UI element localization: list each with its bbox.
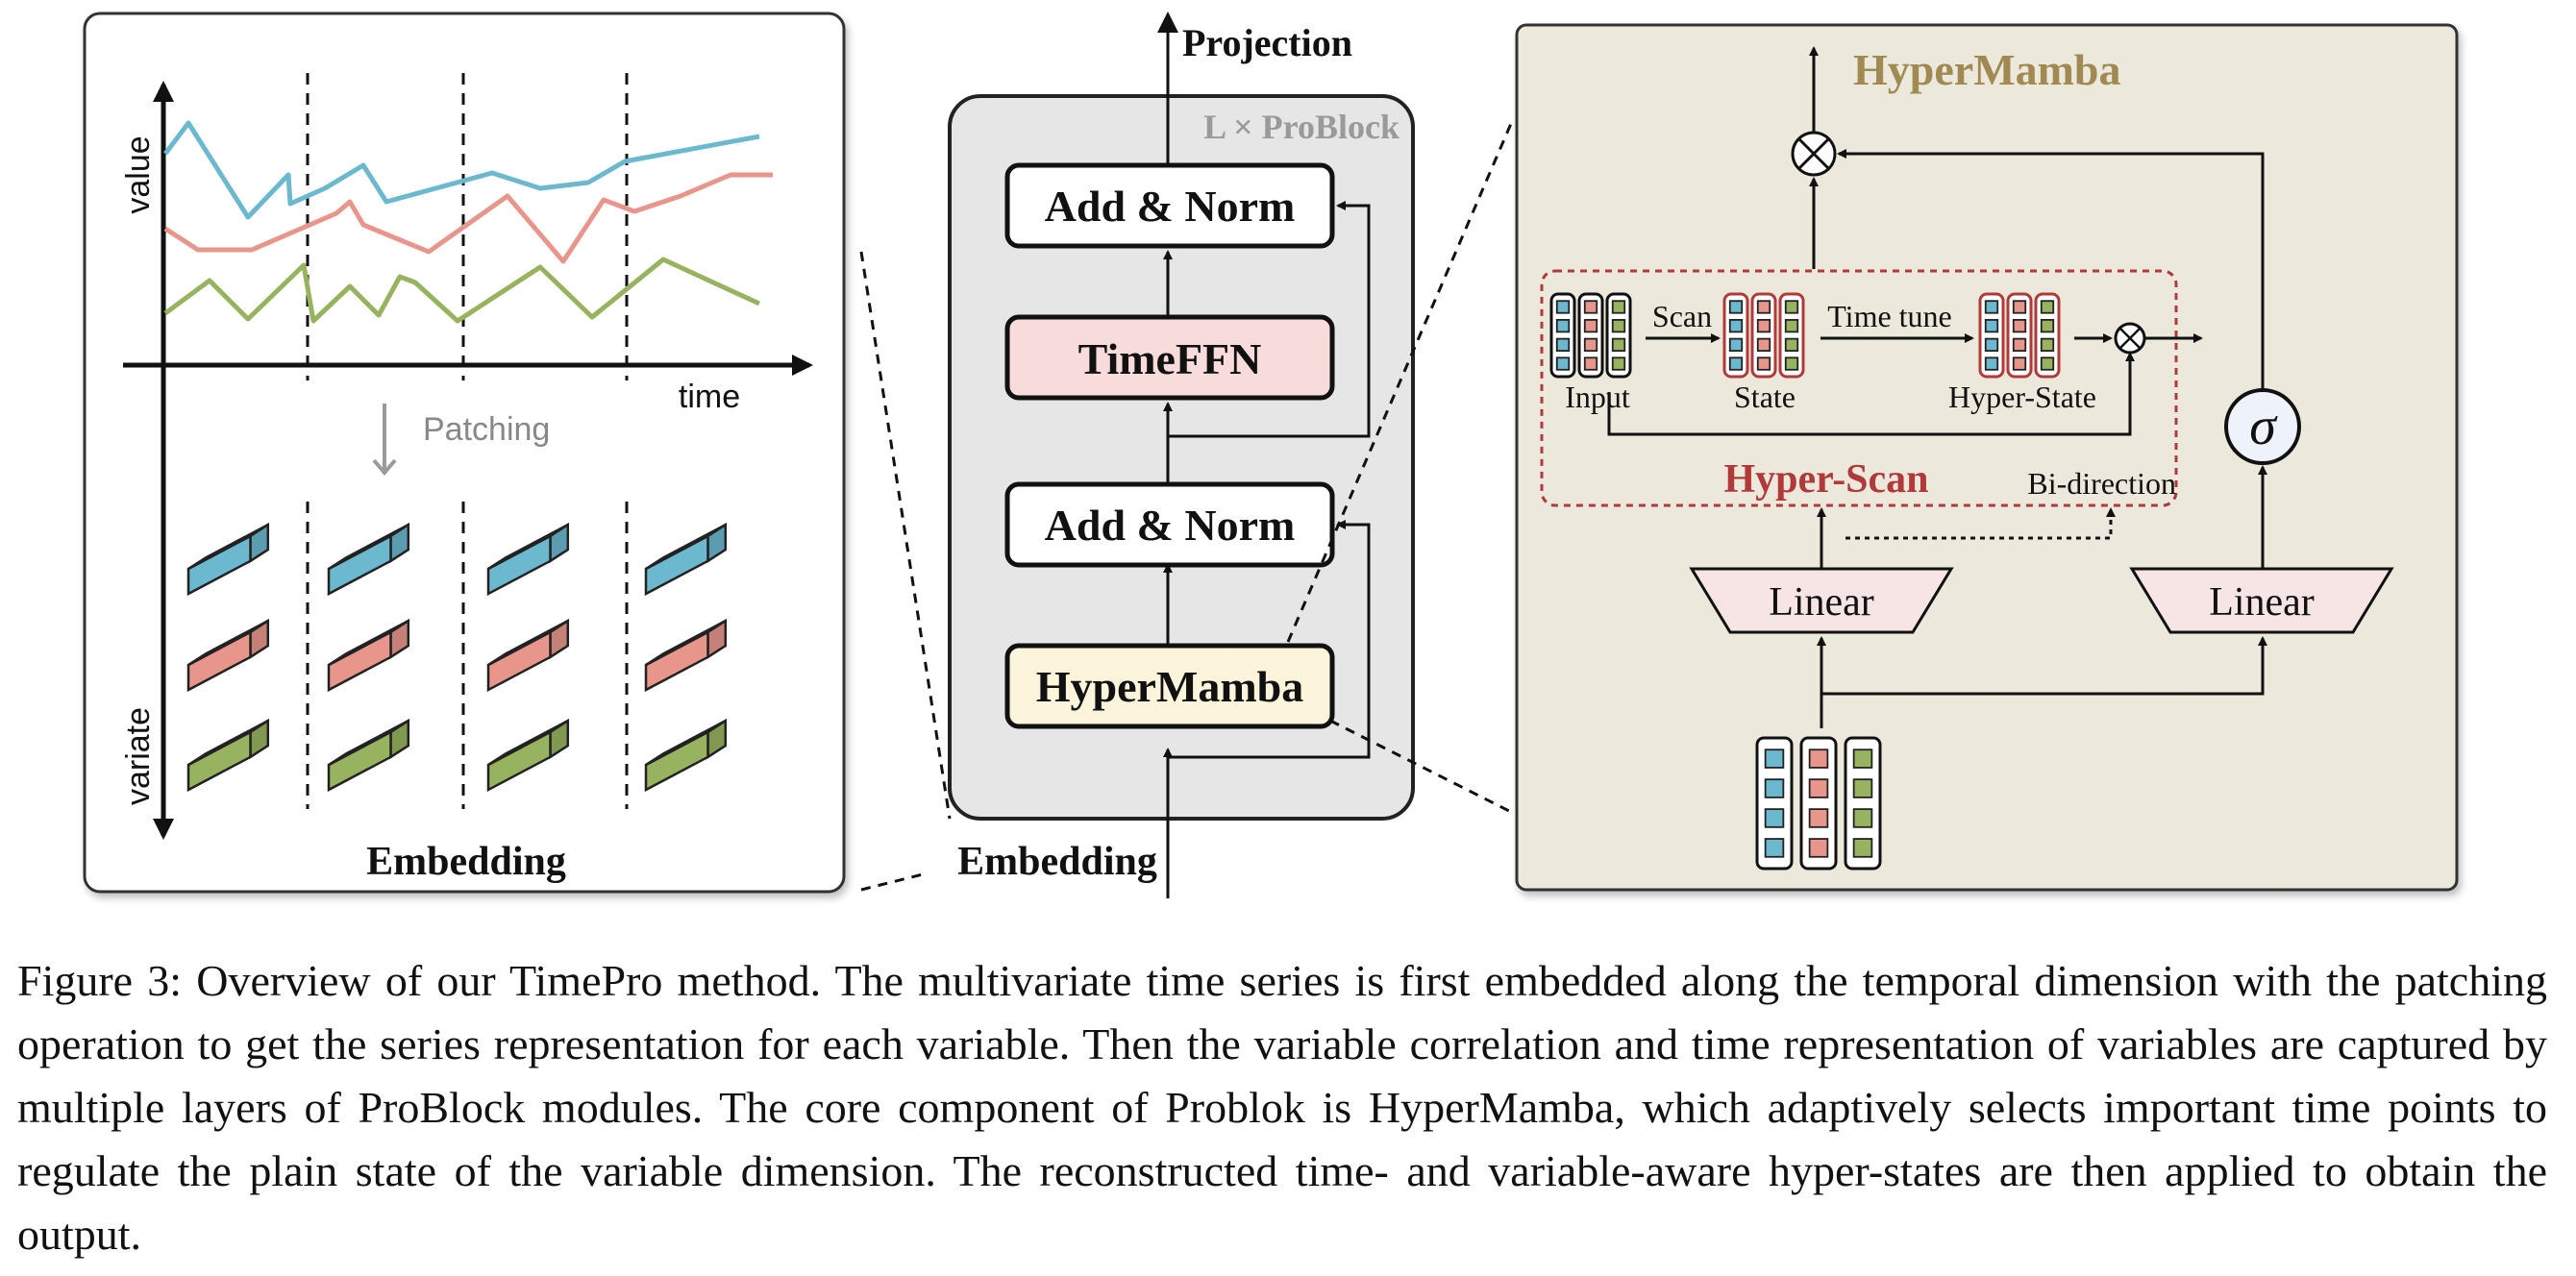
sigma-label: σ [2249, 397, 2278, 456]
token-groups [1549, 292, 2061, 871]
left-embedding-label: Embedding [366, 840, 566, 884]
state-token-column [1750, 292, 1777, 379]
add-norm-top-label: Add & Norm [1045, 182, 1296, 231]
residual-arrow-bottom [1168, 520, 1371, 759]
figure-caption: Figure 3: Overview of our TimePro method… [17, 956, 2547, 1259]
input-token-column [1605, 292, 1632, 379]
hyper-state-token-column [1978, 292, 2005, 379]
value-axis-label: value [120, 135, 157, 213]
patching-label: Patching [423, 411, 550, 448]
sigma-node [2224, 388, 2301, 465]
series-line-green [163, 257, 761, 324]
hyper-state-label: Hyper-State [1948, 380, 2096, 414]
multiply-node-top [1791, 131, 1837, 177]
add-norm-bottom-box [1004, 481, 1335, 568]
patch-dividers-bottom [306, 502, 629, 809]
hypermamba-label: HyperMamba [1036, 662, 1304, 711]
linear-left-box [1689, 567, 1954, 634]
patch-token [327, 618, 410, 693]
input-to-linear-right-arrow [1821, 636, 2267, 696]
bi-direction-arrow [1845, 507, 2116, 540]
patch-token [186, 718, 270, 793]
input-token-column [1549, 292, 1576, 379]
state-label: State [1734, 380, 1796, 414]
patch-token [186, 618, 270, 693]
embedding-token-column [1755, 736, 1794, 871]
add-norm-top-box [1004, 162, 1335, 249]
patch-token [644, 618, 728, 693]
series-line-red [163, 172, 773, 264]
patch-token [486, 618, 570, 693]
problock-label: L × ProBlock [1203, 108, 1399, 146]
hyper-state-token-column [2006, 292, 2033, 379]
hypermamba-box [1004, 643, 1335, 729]
patch-token [486, 522, 570, 597]
patch-token-grid [186, 522, 728, 793]
patch-token [327, 522, 410, 597]
residual-arrow-top [1168, 201, 1371, 438]
gate-arrow [1837, 149, 2265, 392]
hyper-state-token-column [2034, 292, 2061, 379]
right-panel: HyperMamba Hyper-Scan Bi-direction Scan … [1515, 23, 2459, 892]
linear-right-box [2129, 567, 2394, 634]
zoom-connector-bottom [860, 872, 924, 892]
hyper-scan-box [1540, 269, 2178, 507]
middle-panel: Add & Norm TimeFFN Add & Norm HyperMamba… [948, 12, 1415, 898]
scan-label: Scan [1652, 299, 1712, 333]
timeffn-label: TimeFFN [1078, 334, 1262, 383]
bi-direction-label: Bi-direction [2027, 466, 2176, 501]
linear-left-label: Linear [1769, 580, 1874, 625]
patch-token [327, 718, 410, 793]
zoom-connector-right-top [1286, 118, 1515, 643]
timeffn-box [1004, 314, 1335, 401]
patch-token [486, 718, 570, 793]
projection-label: Projection [1182, 21, 1352, 64]
patch-dividers-top [306, 73, 629, 380]
input-label: Input [1565, 380, 1630, 414]
hyper-scan-label: Hyper-Scan [1723, 457, 1928, 502]
patch-token [186, 522, 270, 597]
multiply-node-scan [2114, 322, 2146, 355]
zoom-connector-top [859, 251, 952, 820]
add-norm-bottom-label: Add & Norm [1045, 501, 1296, 550]
input-skip-arrow [1607, 352, 2135, 436]
left-panel: value time variate Patching Embedding [83, 12, 846, 894]
series-line-blue [163, 120, 760, 220]
input-token-column [1577, 292, 1604, 379]
patch-token [644, 718, 728, 793]
embedding-token-column [1799, 736, 1838, 871]
time-tune-label: Time tune [1827, 299, 1952, 333]
state-token-column [1778, 292, 1805, 379]
patch-token [644, 522, 728, 597]
variate-axis-label: variate [120, 707, 157, 805]
hypermamba-title: HyperMamba [1853, 45, 2121, 94]
linear-right-label: Linear [2209, 580, 2315, 625]
embedding-token-column [1844, 736, 1882, 871]
state-token-column [1722, 292, 1749, 379]
middle-embedding-label: Embedding [957, 840, 1157, 884]
time-axis-label: time [679, 379, 740, 415]
